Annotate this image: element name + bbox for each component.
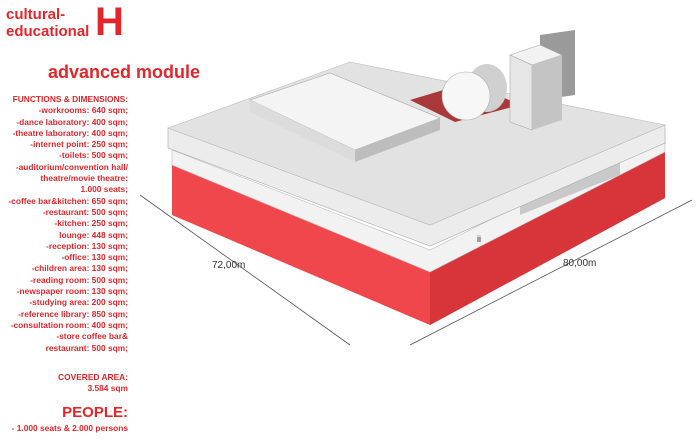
- functions-list: FUNCTIONS & DIMENSIONS: -workrooms: 640 …: [0, 94, 128, 354]
- dimension-width-label: 72,00m: [212, 260, 246, 271]
- functions-title: FUNCTIONS & DIMENSIONS:: [12, 94, 128, 104]
- module-title: advanced module: [48, 62, 201, 82]
- raised-block-side: [355, 118, 440, 162]
- raised-block-front: [250, 100, 355, 162]
- function-item: -workrooms: 640 sqm;: [38, 105, 128, 116]
- cylinder-end: [441, 71, 491, 121]
- function-item: -toilets: 500 sqm;: [59, 150, 128, 161]
- function-item: 1.000 seats;: [80, 184, 129, 195]
- function-item: -kitchen: 250 sqm;: [54, 218, 128, 229]
- function-item: restaurant: 500 sqm;: [45, 342, 128, 353]
- covered-area-label: COVERED AREA:: [58, 372, 128, 382]
- function-item: -internet point: 250 sqm;: [30, 139, 128, 150]
- dimension-length-label: 80,00m: [563, 258, 597, 269]
- function-item: -office: 130 sqm;: [61, 252, 128, 263]
- module-letter: H: [95, 0, 124, 44]
- function-item: -theatre laboratory: 400 sqm;: [12, 127, 128, 138]
- function-item: -reception: 130 sqm;: [46, 240, 128, 251]
- covered-area: COVERED AREA: 3.584 sqm: [0, 372, 128, 395]
- function-item: -children area: 130 sqm;: [31, 263, 128, 274]
- people-label: PEOPLE:: [62, 404, 128, 421]
- dimension-line-length: [409, 199, 693, 346]
- tower-front: [509, 54, 533, 131]
- category-label: cultural- educational: [6, 6, 89, 40]
- category-line: cultural-: [6, 6, 66, 23]
- function-item: -dance laboratory: 400 sqm;: [16, 116, 128, 127]
- covered-area-value: 3.584 sqm: [87, 383, 128, 394]
- function-item: lounge: 448 sqm;: [59, 229, 128, 240]
- function-item: -studying area: 200 sqm;: [29, 297, 128, 308]
- function-item: -store coffee bar&: [56, 331, 128, 342]
- category-line: educational: [6, 23, 90, 40]
- function-item: -consultation room: 400 sqm;: [10, 319, 128, 330]
- tower-side: [532, 55, 562, 130]
- function-item: -newspaper room: 130 sqm;: [16, 286, 128, 297]
- ground-floor: [171, 131, 666, 273]
- function-item: -auditorium/convention hall/: [15, 161, 128, 172]
- people-scale-icon: ii: [477, 234, 481, 244]
- function-item: -reading room: 500 sqm;: [30, 274, 128, 285]
- function-item: theatre/movie theatre:: [40, 173, 129, 184]
- function-item: -reference library: 850 sqm;: [18, 308, 128, 319]
- dimension-line-width: [139, 194, 351, 346]
- function-item: -coffee bar&kitchen: 650 sqm;: [8, 195, 128, 206]
- base-side: [430, 150, 665, 325]
- people-value: - 1.000 seats & 2.000 persons: [11, 423, 128, 433]
- function-item: -restaurant: 500 sqm;: [42, 206, 128, 217]
